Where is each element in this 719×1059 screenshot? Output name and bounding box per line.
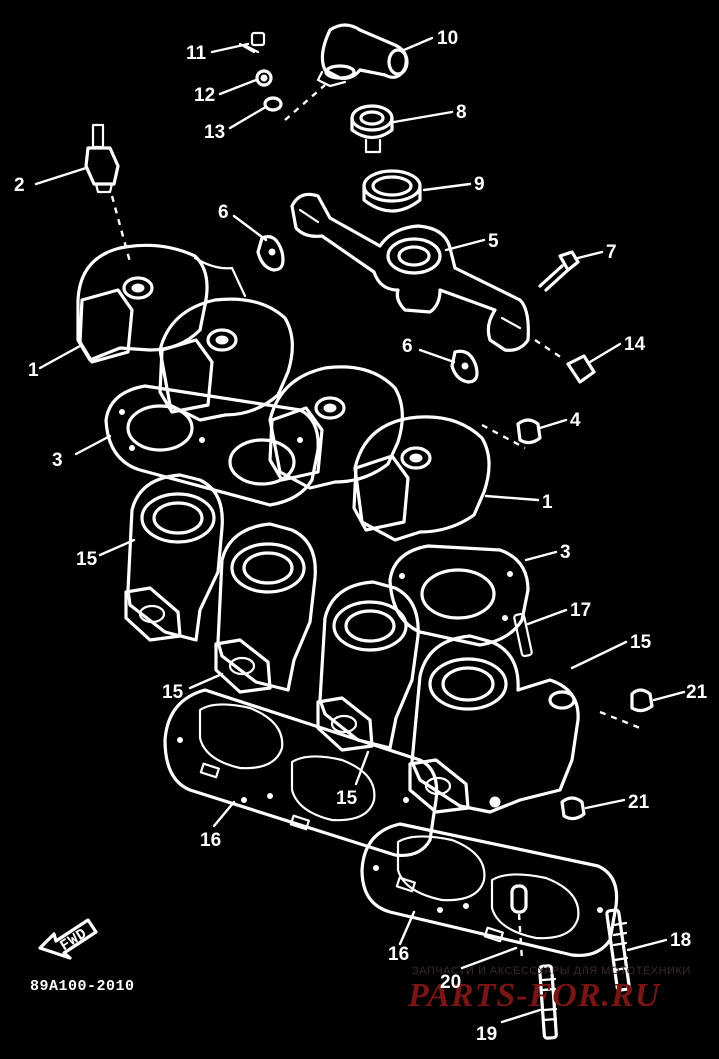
callout-labels: 11 12 13 10 8 2 9 6 5 7 1 6 14 4 3 1 15 … — [14, 28, 708, 1045]
cylinder-body-15a — [124, 473, 224, 642]
diagram-code: 89A100-2010 — [30, 978, 135, 995]
callout-1-right: 1 — [542, 492, 553, 513]
stud-part-17 — [513, 612, 533, 658]
cylinder-body-15c — [316, 580, 420, 752]
nut-part-21b — [560, 796, 586, 821]
callout-17: 17 — [570, 600, 591, 621]
watermark-brand: PARTS-FOR.RU — [407, 977, 662, 1014]
callout-5: 5 — [488, 231, 499, 252]
callout-15-top: 15 — [76, 549, 98, 570]
callout-15-bottom: 15 — [336, 788, 358, 809]
callout-3-left: 3 — [52, 450, 63, 471]
callout-16-left: 16 — [200, 830, 221, 851]
leader-lines — [34, 36, 686, 1024]
base-gasket-16a — [163, 688, 439, 858]
nut-part-4 — [516, 418, 542, 445]
cylinder-head-1b — [158, 256, 294, 422]
callout-3-right: 3 — [560, 542, 571, 563]
callout-20: 20 — [440, 972, 461, 993]
water-elbow-part-10 — [316, 23, 409, 88]
watermark-tagline: ЗАПЧАСТИ И АКСЕССУАРЫ ДЛЯ МОТОТЕХНИКИ — [412, 965, 691, 977]
callout-6-mid: 6 — [402, 336, 413, 357]
cylinder-head-1c — [268, 365, 404, 490]
thermostat-part-8 — [350, 104, 394, 154]
cylinder-head-1a — [76, 243, 209, 364]
head-gasket-3b — [388, 544, 530, 647]
cylinder-body-15d — [408, 634, 641, 814]
dash-line — [284, 84, 326, 121]
callout-21-top: 21 — [686, 682, 708, 703]
callout-21-bottom: 21 — [628, 792, 650, 813]
callout-15-right: 15 — [630, 632, 652, 653]
stud-part-18 — [605, 908, 631, 992]
callout-19: 19 — [476, 1024, 497, 1045]
dash-line — [534, 339, 566, 361]
base-gasket-16b — [360, 822, 619, 958]
cylinder-head-1d — [352, 415, 526, 542]
callout-14: 14 — [624, 334, 646, 355]
callout-7: 7 — [606, 242, 617, 263]
callout-16-right: 16 — [388, 944, 409, 965]
bolt-part-11 — [238, 31, 266, 54]
washer-part-12 — [255, 69, 273, 87]
callout-18: 18 — [670, 930, 691, 951]
callout-12: 12 — [194, 85, 215, 106]
stud-part-19 — [538, 964, 558, 1040]
spark-plug-part-2 — [84, 123, 132, 263]
callout-8: 8 — [456, 102, 467, 123]
nut-part-21a — [630, 688, 654, 713]
callout-9: 9 — [474, 174, 485, 195]
water-manifold-part-5 — [290, 192, 530, 352]
head-gasket-3a — [104, 384, 320, 507]
gasket-ring-part-9 — [362, 169, 422, 213]
grommet-part-6-mid — [450, 349, 479, 384]
callout-2: 2 — [14, 175, 25, 196]
front-direction-label: FWD — [57, 925, 90, 955]
grommet-part-6-top — [256, 235, 285, 272]
washer-part-13 — [263, 96, 283, 112]
front-direction-arrow: FWD — [38, 918, 98, 960]
callout-13: 13 — [204, 122, 225, 143]
callout-4: 4 — [570, 410, 581, 431]
callout-15-left: 15 — [162, 682, 184, 703]
callout-11: 11 — [186, 43, 207, 64]
dowel-pin-part-20 — [510, 884, 528, 961]
cylinder-body-15b — [214, 522, 317, 694]
callout-1-left: 1 — [28, 360, 39, 381]
callout-6-top: 6 — [218, 202, 229, 223]
screw-part-14 — [566, 354, 596, 384]
callout-10: 10 — [437, 28, 458, 49]
bolt-part-7 — [538, 250, 580, 292]
